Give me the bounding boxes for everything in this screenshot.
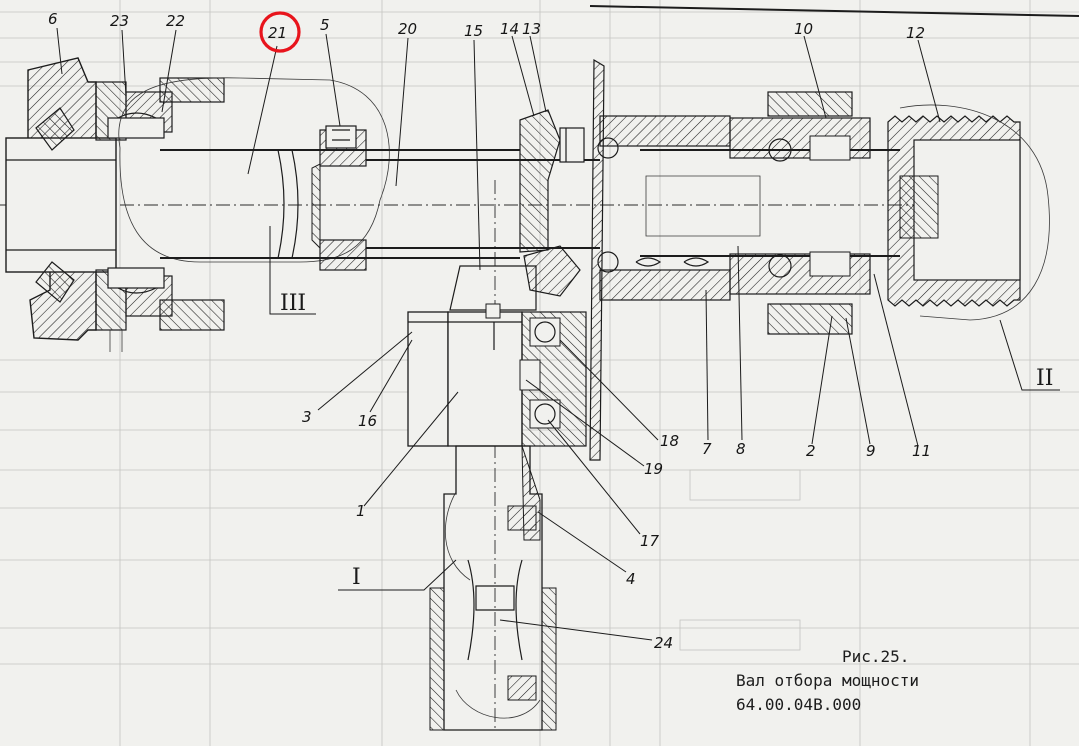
right-bearing-assembly (729, 91, 871, 335)
callout-11: 11 (912, 442, 931, 460)
detail-label-ii: II (1036, 366, 1053, 391)
callout-labels: 21 6 23 22 5 20 15 14 13 10 12 3 16 1 18… (48, 10, 931, 652)
callout-8: 8 (736, 440, 746, 458)
vertical-drive-assembly (407, 265, 587, 731)
left-flange (5, 57, 117, 341)
callout-5: 5 (320, 16, 330, 34)
callout-20: 20 (398, 20, 417, 38)
callout-21: 21 (268, 24, 287, 42)
callout-17: 17 (640, 532, 660, 550)
callout-3: 3 (302, 408, 312, 426)
housing-plate (589, 58, 605, 461)
callout-13: 13 (522, 20, 541, 38)
caption-figure-number: Рис.25. (842, 647, 909, 666)
detail-markers: III II I (280, 291, 1053, 590)
callout-24: 24 (654, 634, 673, 652)
callout-6: 6 (48, 10, 58, 28)
callout-9: 9 (866, 442, 876, 460)
callout-23: 23 (110, 12, 129, 30)
coupling (311, 125, 367, 271)
caption-code: 64.00.04В.000 (736, 695, 861, 714)
detail-circle-i-lower (455, 689, 541, 719)
callout-15: 15 (464, 22, 483, 40)
callout-18: 18 (660, 432, 679, 450)
leader-lines (56, 27, 1060, 641)
central-shaft (366, 159, 600, 249)
callout-4: 4 (626, 570, 636, 588)
callout-2: 2 (806, 442, 816, 460)
detail-label-iii: III (280, 291, 306, 316)
callout-12: 12 (906, 24, 925, 42)
callout-22: 22 (166, 12, 185, 30)
detail-circle-i (445, 491, 471, 581)
splined-end (887, 115, 1021, 307)
callout-16: 16 (358, 412, 377, 430)
callout-10: 10 (794, 20, 813, 38)
callout-7: 7 (702, 440, 712, 458)
callout-1: 1 (356, 502, 366, 520)
callout-19: 19 (644, 460, 663, 478)
sheet-border-line (589, 5, 1079, 17)
caption-title: Вал отбора мощности (736, 671, 919, 690)
bevel-gear (519, 109, 585, 297)
figure-caption: Рис.25. Вал отбора мощности 64.00.04В.00… (736, 647, 919, 714)
callout-14: 14 (500, 20, 519, 38)
detail-circle-ii (899, 104, 1050, 321)
detail-circle-iii (118, 77, 390, 263)
highlight-circle (259, 11, 301, 53)
detail-label-i: I (352, 565, 361, 590)
